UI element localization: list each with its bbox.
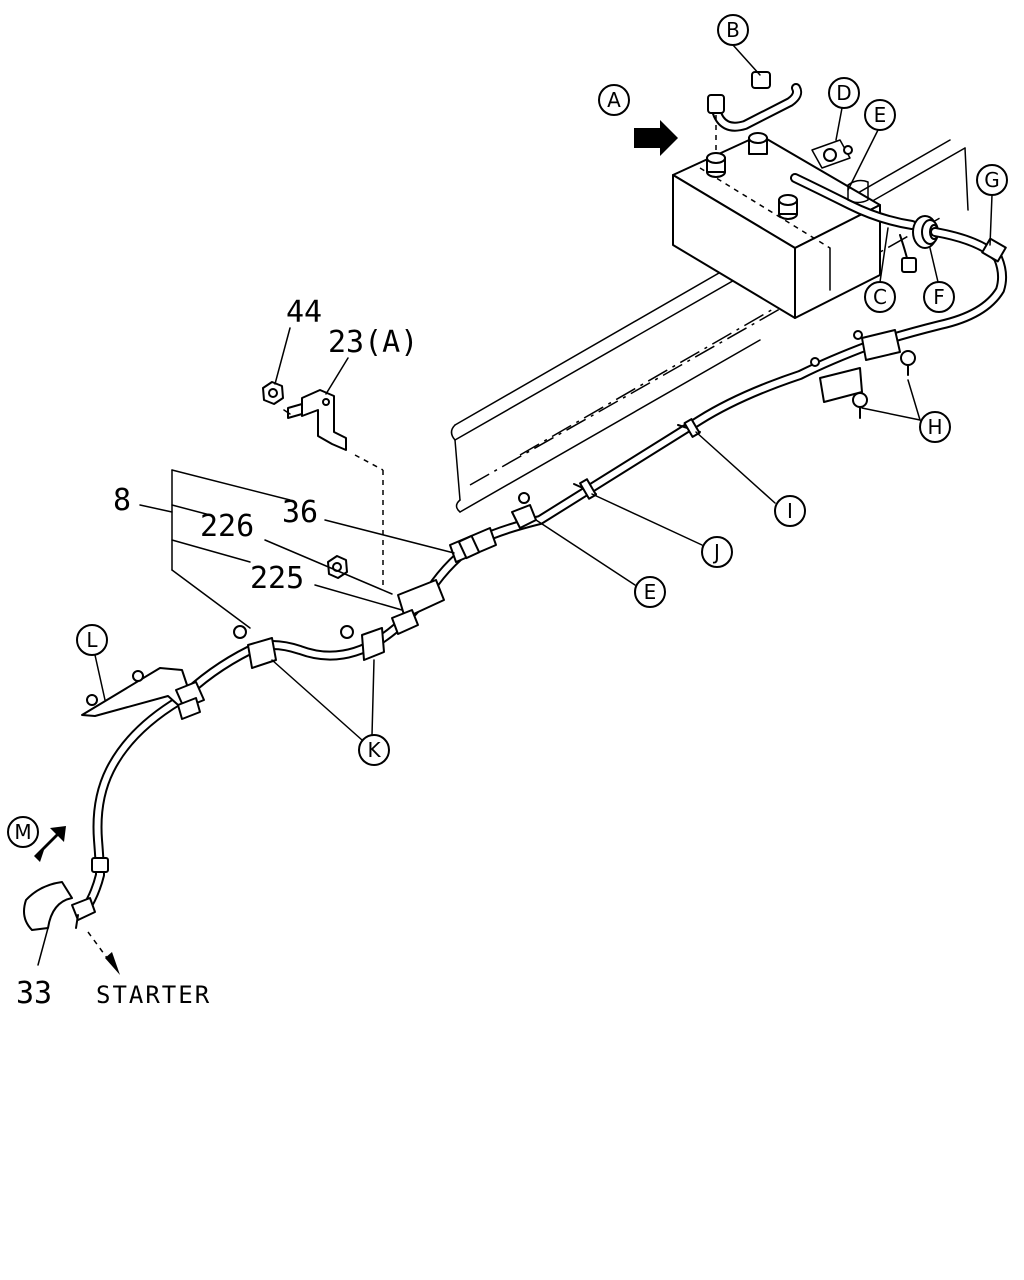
ground-cable <box>707 71 803 155</box>
nut-44 <box>262 381 284 405</box>
parts-group-bracket <box>139 469 291 629</box>
callout-m-label: M <box>14 820 31 844</box>
part-number-44: 44 <box>286 295 322 330</box>
part-number-226: 226 <box>200 509 254 544</box>
callout-e-lower-label: E <box>644 580 657 604</box>
callout-k: K <box>358 734 390 766</box>
view-arrow-a <box>634 120 678 156</box>
callout-b-label: B <box>726 18 740 42</box>
battery-terminal-negative <box>706 152 726 178</box>
part-number-36: 36 <box>282 495 318 530</box>
bracket-l <box>81 667 205 720</box>
nut-226 <box>327 555 348 579</box>
callout-c-label: C <box>873 285 887 309</box>
callout-m: M <box>7 816 39 848</box>
part-number-8: 8 <box>113 483 131 518</box>
callout-l-label: L <box>86 628 98 652</box>
callout-a: A <box>598 84 630 116</box>
cable-protector <box>391 527 497 635</box>
part-number-225: 225 <box>250 561 304 596</box>
view-arrow-m <box>34 826 66 862</box>
cable-clamps-k <box>233 625 385 669</box>
starter-label: STARTER <box>96 981 211 1009</box>
battery-vent-cap <box>748 132 768 155</box>
callout-h-label: H <box>927 415 942 439</box>
bracket-23a <box>283 389 384 585</box>
callout-j: J <box>701 536 733 568</box>
part-number-23a: 23(A) <box>328 325 418 360</box>
starter-terminal <box>71 897 96 929</box>
callout-g: G <box>976 164 1008 196</box>
callout-j-label: J <box>712 540 720 564</box>
callout-i-label: I <box>787 499 793 523</box>
callout-d-label: D <box>836 81 851 105</box>
callout-i: I <box>774 495 806 527</box>
cable-clip-g <box>981 237 1007 263</box>
battery-terminal-positive <box>778 194 798 220</box>
callout-e-upper-label: E <box>874 103 887 127</box>
starter-arrow <box>87 931 120 975</box>
terminal-cover-33 <box>23 881 73 931</box>
callout-a-label: A <box>607 88 621 112</box>
cable-clip-e-lower <box>511 492 537 529</box>
callout-h: H <box>919 411 951 443</box>
callout-b: B <box>717 14 749 46</box>
leader-lines <box>37 44 993 966</box>
callout-g-label: G <box>984 168 1000 192</box>
main-starter-cable <box>80 227 1008 915</box>
part-number-33: 33 <box>16 976 52 1011</box>
callout-f: F <box>923 281 955 313</box>
cable-clip-lower <box>91 857 109 873</box>
callout-k-label: K <box>367 738 381 762</box>
callout-f-label: F <box>933 285 945 309</box>
battery <box>672 134 881 319</box>
callout-e-upper: E <box>864 99 896 131</box>
callout-d: D <box>828 77 860 109</box>
positive-battery-cable <box>790 139 917 273</box>
cable-clamps-h <box>810 329 916 419</box>
callout-c: C <box>864 281 896 313</box>
callout-l: L <box>76 624 108 656</box>
callout-e-lower: E <box>634 576 666 608</box>
